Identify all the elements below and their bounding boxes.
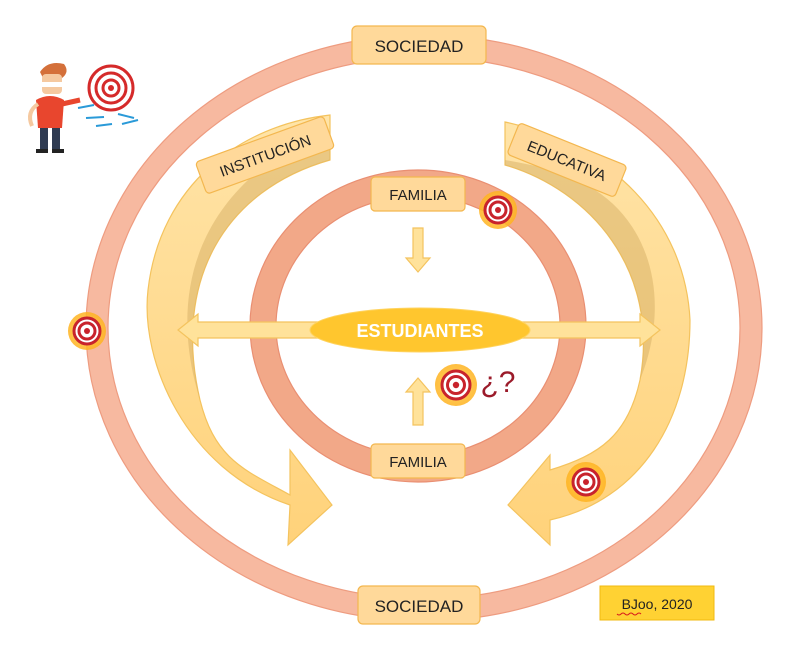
society-bottom-label: SOCIEDAD — [375, 597, 464, 616]
institution-label-group: INSTITUCIÓN — [195, 116, 335, 194]
credit-spellcheck-underline — [616, 612, 642, 616]
students-ellipse — [309, 307, 531, 353]
credit-name: BJoo — [622, 596, 654, 612]
target-icon — [435, 364, 477, 406]
archer-person-icon — [28, 63, 139, 153]
credit-text: BJoo, 2020 — [622, 596, 693, 612]
family-top-label: FAMILIA — [389, 187, 447, 204]
up-arrow-icon — [404, 377, 432, 426]
family-bottom-label: FAMILIA — [389, 454, 447, 471]
educativa-box — [507, 123, 627, 197]
society-top-box — [351, 25, 487, 65]
family-bottom-box — [370, 443, 466, 479]
credit-year: , 2020 — [653, 596, 692, 612]
family-top-box — [370, 176, 466, 212]
left-curved-band — [146, 114, 333, 547]
students-label: ESTUDIANTES — [356, 321, 483, 341]
society-top-label: SOCIEDAD — [375, 37, 464, 56]
right-band-shadow — [505, 160, 655, 380]
left-band-shadow — [187, 150, 330, 400]
institution-box — [195, 116, 335, 194]
question-mark: ¿? — [480, 366, 515, 399]
target-icon — [68, 312, 106, 350]
credit-box — [599, 585, 715, 621]
target-icon — [479, 191, 517, 229]
down-arrow-icon — [404, 227, 432, 273]
target-icon — [566, 462, 606, 502]
society-bottom-box — [357, 585, 481, 625]
